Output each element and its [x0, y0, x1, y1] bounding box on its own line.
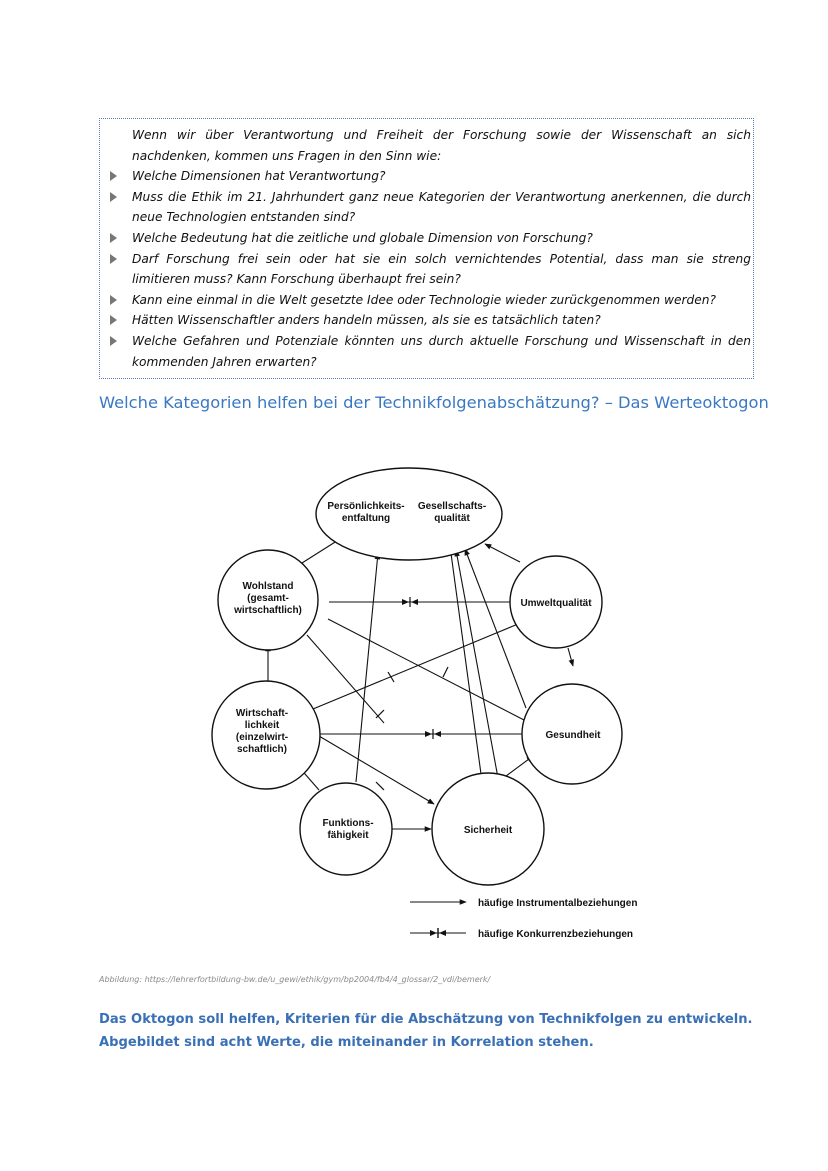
edge-funktion-persoenlichkeit	[355, 552, 381, 783]
section-heading: Welche Kategorien helfen bei der Technik…	[99, 393, 769, 412]
edge-wirtschaft-umwelt	[312, 623, 519, 710]
node-wirtschaft	[211, 680, 321, 790]
label-wohlstand: Wohlstand(gesamt-wirtschaftlich)	[233, 581, 302, 616]
triangle-right-icon	[110, 191, 117, 202]
edge-wohlstand-gesundheit	[327, 618, 525, 721]
legend-instrumental-label: häufige Instrumentalbeziehungen	[478, 898, 637, 909]
list-item: Hätten Wissenschaftler anders handeln mü…	[100, 310, 753, 331]
label-wirtschaft: Wirtschaft-lichkeit(einzelwirt-schaftlic…	[236, 708, 288, 755]
edge-sicherheit-gesellschaft	[454, 549, 499, 779]
node-gesundheit	[521, 683, 623, 785]
edge-gesundheit-gesellschaft	[464, 548, 527, 709]
value-nodes	[211, 467, 623, 886]
list-item: Welche Bedeutung hat die zeitliche und g…	[100, 228, 753, 249]
summary-line-2: Abgebildet sind acht Werte, die miteinan…	[99, 1035, 594, 1050]
edge-umwelt-gesundheit	[567, 647, 575, 667]
edge-wirtschaft-sicherheit	[318, 735, 435, 805]
node-labels: Persönlichkeits-entfaltung Gesellschafts…	[233, 501, 601, 841]
werteoktogon-diagram: Persönlichkeits-entfaltung Gesellschafts…	[198, 446, 648, 951]
edge-sicherheit-persoenlichkeit	[448, 545, 482, 775]
node-funktion	[299, 782, 393, 876]
label-sicherheit: Sicherheit	[464, 825, 513, 836]
list-item: Kann eine einmal in die Welt gesetzte Id…	[100, 290, 753, 311]
legend-konkurrenz-symbol	[410, 928, 466, 938]
questions-box: Wenn wir über Verantwortung und Freiheit…	[99, 118, 754, 380]
legend-konkurrenz-label: häufige Konkurrenzbeziehungen	[478, 929, 633, 940]
label-persoenlichkeit: Persönlichkeits-entfaltung	[327, 501, 404, 524]
triangle-right-icon	[110, 335, 117, 346]
node-wohlstand	[217, 549, 319, 651]
figure-caption: Abbildung: https://lehrerfortbildung-bw.…	[99, 975, 491, 984]
list-item: Darf Forschung frei sein oder hat sie ei…	[100, 249, 753, 290]
triangle-right-icon	[110, 315, 117, 326]
questions-list: Welche Dimensionen hat Verantwortung? Mu…	[100, 166, 753, 372]
triangle-right-icon	[110, 294, 117, 305]
list-item: Welche Dimensionen hat Verantwortung?	[100, 166, 753, 187]
node-persoenlichkeit-gesellschaft	[315, 467, 503, 561]
node-sicherheit	[431, 772, 545, 886]
node-umwelt	[509, 555, 603, 649]
label-gesellschaft: Gesellschafts-qualität	[418, 501, 486, 524]
competition-markers	[375, 597, 449, 791]
list-item: Welche Gefahren und Potenziale könnten u…	[100, 331, 753, 372]
questions-intro: Wenn wir über Verantwortung und Freiheit…	[132, 128, 751, 163]
list-item: Muss die Ethik im 21. Jahrhundert ganz n…	[100, 187, 753, 228]
triangle-right-icon	[110, 253, 117, 264]
triangle-right-icon	[110, 171, 117, 182]
label-umwelt: Umweltqualität	[520, 598, 592, 609]
summary-line-1: Das Oktogon soll helfen, Kriterien für d…	[99, 1012, 753, 1027]
summary-text: Das Oktogon soll helfen, Kriterien für d…	[99, 1008, 779, 1054]
diagram-legend: häufige Instrumentalbeziehungen häufige …	[410, 898, 637, 940]
edge-umwelt-gesellschaft	[484, 543, 521, 563]
diagram-svg: Persönlichkeits-entfaltung Gesellschafts…	[211, 467, 637, 940]
triangle-right-icon	[110, 232, 117, 243]
label-funktion: Funktions-fähigkeit	[322, 818, 373, 841]
edge-wohlstand-sicherheit	[306, 634, 385, 724]
label-gesundheit: Gesundheit	[545, 730, 601, 741]
